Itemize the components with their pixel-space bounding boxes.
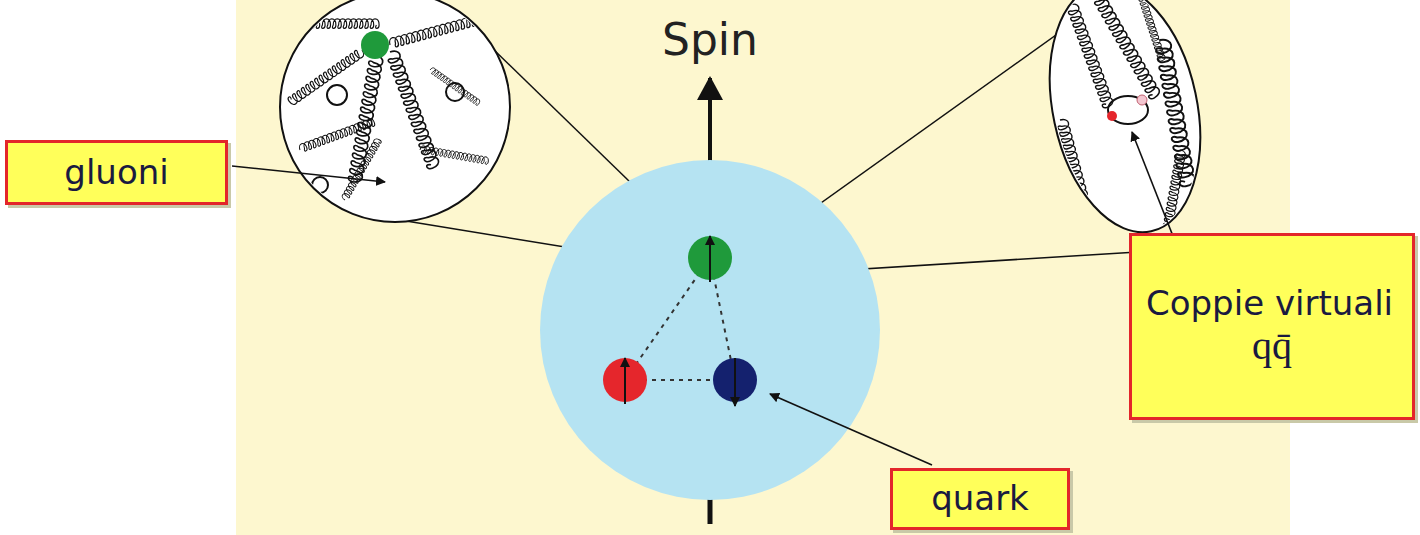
label-text: quark <box>907 479 1053 518</box>
zoom-ellipse-pairs <box>1028 0 1221 246</box>
green-quark-zoom <box>361 31 389 59</box>
gluon-field <box>287 14 489 201</box>
title-box: Spin <box>0 14 1420 65</box>
quark-label: quark <box>890 468 1070 530</box>
gluon-label: gluoni <box>5 140 228 205</box>
virtual-pair-label: Coppie virtualiqq̄ <box>1129 233 1415 420</box>
quark-spins <box>625 236 735 406</box>
label-text: Coppie virtuali <box>1146 284 1398 323</box>
sea-field <box>1056 0 1196 239</box>
proton-circle <box>540 160 880 500</box>
leader-lines <box>232 132 1195 465</box>
spin-axis <box>708 498 713 524</box>
label-text: gluoni <box>22 153 211 192</box>
zoom-circle-gluons <box>280 0 510 222</box>
title-text: Spin <box>662 14 758 65</box>
spin-arrow <box>708 78 712 165</box>
label-text: qq̄ <box>1146 323 1398 369</box>
